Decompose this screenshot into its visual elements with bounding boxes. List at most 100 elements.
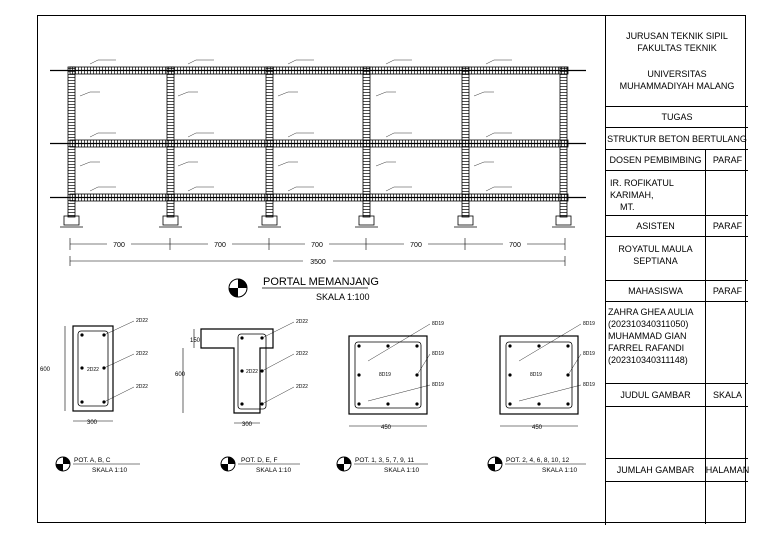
bar-label-bottom: 2D22: [136, 384, 148, 390]
span-dim-2: 700: [214, 242, 226, 249]
section-label: POT. D, E, F: [241, 457, 278, 464]
student-line-3: MUHAMMAD GIAN: [608, 331, 687, 341]
jumlah-label: JUMLAH GAMBAR: [616, 465, 695, 475]
bar-label-bottom: 8D19: [583, 382, 595, 388]
student-line-4: FARREL RAFANDI: [608, 343, 685, 353]
columns: [67, 66, 568, 218]
paraf-cell-3: [705, 302, 749, 383]
total-dim: 3500: [310, 259, 326, 266]
university-line-2: MUHAMMADIYAH MALANG: [619, 80, 735, 91]
section-marker-icon: [487, 456, 503, 472]
asisten-header-row: ASISTEN PARAF: [606, 216, 748, 237]
tugas-value-row: STRUKTUR BETON BERTULANG: [606, 128, 748, 150]
bar-label-center: 2D22: [87, 367, 99, 373]
student-line-5: (202310340311148): [608, 355, 688, 365]
span-dim-1: 700: [113, 242, 125, 249]
jumlah-header-row: JUMLAH GAMBAR HALAMAN: [606, 459, 749, 482]
section-pot-def: 2D22 2D22 2D22 2D22 150 600 300 POT. D, …: [175, 319, 308, 474]
bar-label-top: 8D19: [583, 321, 595, 327]
halaman-label: HALAMAN: [705, 459, 749, 481]
section-pot-even: 8D19 8D19 8D19 8D19 450 POT. 2, 4, 6, 8,…: [487, 321, 595, 474]
tugas-label: TUGAS: [661, 112, 693, 122]
drawing-sheet: 700 700 700 700 700 3500 PORTAL MEMANJAN: [37, 15, 749, 525]
paraf-label-3: PARAF: [705, 281, 749, 301]
paraf-label-1: PARAF: [705, 150, 749, 170]
dosen-name-line-2: MT.: [620, 202, 635, 212]
section-scale: SKALA 1:10: [256, 467, 291, 474]
portal-scale: SKALA 1:100: [316, 292, 370, 302]
paraf-label-2: PARAF: [705, 216, 749, 236]
section-pot-odd: 8D19 8D19 8D19 8D19 450 POT. 1, 3, 5, 7,…: [336, 321, 444, 474]
asisten-label: ASISTEN: [636, 221, 675, 231]
asisten-name-line-2: SEPTIANA: [633, 256, 678, 266]
span-dimensions: 700 700 700 700 700: [69, 238, 566, 250]
asisten-name-line-1: ROYATUL MAULA: [618, 244, 693, 254]
dosen-name-row: IR. ROFIKATUL KARIMAH, MT.: [606, 171, 748, 216]
bar-label-mid: 2D22: [136, 351, 148, 357]
span-dim-3: 700: [311, 242, 323, 249]
bar-label-center: 2D22: [246, 369, 258, 375]
tugas-row: TUGAS: [606, 107, 748, 128]
mahasiswa-name-row: ZAHRA GHEA AULIA (202310340311050) MUHAM…: [606, 302, 748, 384]
dosen-header-row: DOSEN PEMBIMBING PARAF: [606, 150, 748, 171]
bar-label-top: 2D22: [296, 319, 308, 325]
section-scale: SKALA 1:10: [542, 467, 577, 474]
section-scale: SKALA 1:10: [92, 467, 127, 474]
portal-title: PORTAL MEMANJANG: [263, 276, 379, 288]
skala-cell: [705, 407, 749, 458]
section-marker-icon: [55, 456, 71, 472]
bar-label-center: 8D19: [530, 372, 542, 378]
beam-top: [50, 66, 586, 75]
flange-thickness: 150: [190, 338, 201, 344]
judul-label: JUDUL GAMBAR: [620, 390, 691, 400]
portal-title-block: PORTAL MEMANJANG SKALA 1:100: [228, 276, 379, 302]
section-height: 600: [175, 372, 186, 378]
tugas-value: STRUKTUR BETON BERTULANG: [607, 133, 747, 144]
section-label: POT. A, B, C: [74, 457, 111, 464]
section-label: POT. 2, 4, 6, 8, 10, 12: [506, 457, 570, 464]
section-width: 450: [381, 425, 392, 431]
section-label: POT. 1, 3, 5, 7, 9, 11: [355, 457, 415, 464]
institution-cell: JURUSAN TEKNIK SIPIL FAKULTAS TEKNIK UNI…: [606, 15, 748, 107]
university-line-1: UNIVERSITAS: [647, 68, 707, 79]
asisten-name-row: ROYATUL MAULA SEPTIANA: [606, 237, 748, 281]
judul-header-row: JUDUL GAMBAR SKALA: [606, 384, 748, 407]
department: JURUSAN TEKNIK SIPIL: [626, 30, 728, 41]
paraf-cell-2: [705, 237, 749, 280]
title-block: JURUSAN TEKNIK SIPIL FAKULTAS TEKNIK UNI…: [605, 15, 749, 525]
bar-label-top: 8D19: [432, 321, 444, 327]
section-scale: SKALA 1:10: [384, 467, 419, 474]
judul-value-row: [606, 407, 748, 459]
beam-bottom: [50, 193, 586, 202]
section-marker-icon: [336, 456, 352, 472]
dosen-name-line-1: IR. ROFIKATUL KARIMAH,: [610, 178, 674, 200]
section-marker-icon: [220, 456, 236, 472]
bar-label-center: 8D19: [379, 372, 391, 378]
span-dim-4: 700: [410, 242, 422, 249]
section-marker-icon: [228, 278, 248, 298]
portal-frame: 700 700 700 700 700 3500: [50, 59, 586, 266]
mahasiswa-label: MAHASISWA: [628, 286, 683, 296]
jumlah-cell: [606, 482, 705, 524]
section-pot-abc: 2D22 2D22 2D22 2D22 600 300 POT. A, B, C…: [40, 318, 148, 474]
section-height: 600: [40, 367, 51, 373]
rebar-leaders: [79, 59, 512, 192]
footings: [60, 215, 575, 228]
skala-label: SKALA: [705, 384, 749, 406]
bar-label-bottom: 8D19: [432, 382, 444, 388]
drawing-area: 700 700 700 700 700 3500 PORTAL MEMANJAN: [40, 59, 595, 474]
judul-cell: [606, 407, 705, 458]
bar-label-mid: 2D22: [296, 351, 308, 357]
paraf-cell-1: [705, 171, 749, 215]
student-line-1: ZAHRA GHEA AULIA: [608, 307, 694, 317]
student-line-2: (202310340311050): [608, 319, 689, 329]
faculty: FAKULTAS TEKNIK: [637, 42, 717, 53]
bar-label-top: 2D22: [136, 318, 148, 324]
bar-label-mid: 8D19: [432, 351, 444, 357]
span-dim-5: 700: [509, 242, 521, 249]
total-dimension: 3500: [69, 256, 566, 266]
jumlah-value-row: [606, 482, 748, 524]
dosen-label: DOSEN PEMBIMBING: [609, 155, 702, 165]
beam-middle: [50, 139, 586, 148]
bar-label-bottom: 2D22: [296, 384, 308, 390]
